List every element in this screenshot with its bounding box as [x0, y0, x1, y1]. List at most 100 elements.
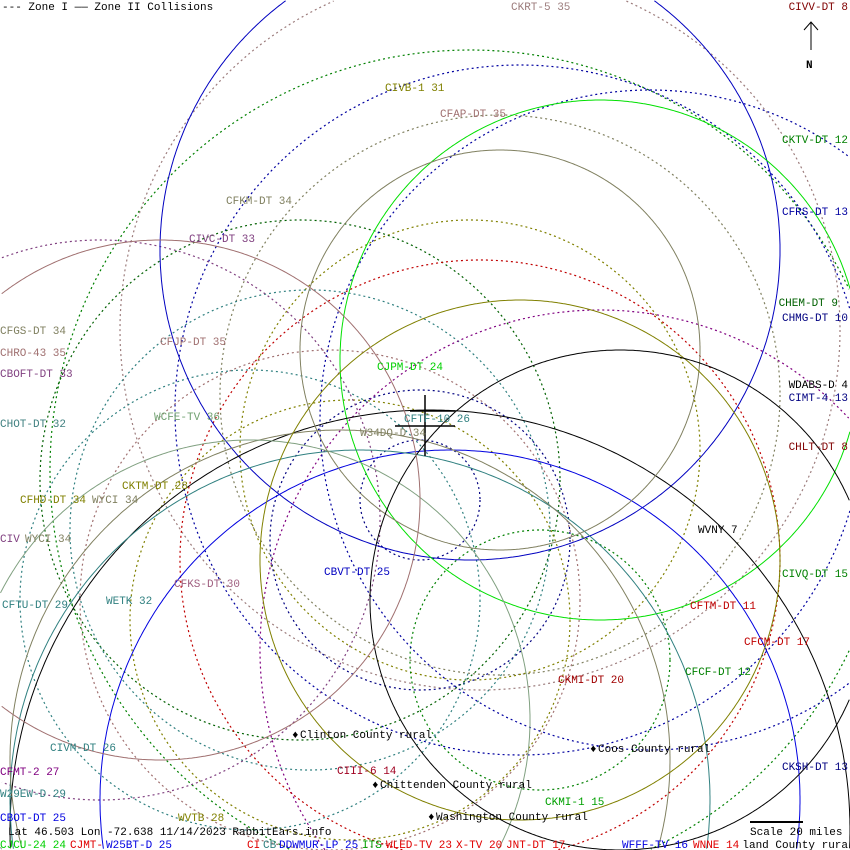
station-label[interactable]: CKTM-DT 28 — [122, 481, 188, 493]
station-label[interactable]: CFMT-2 27 — [0, 767, 59, 779]
station-label[interactable]: CI — [247, 840, 260, 850]
station-label[interactable]: WLED-TV 23 — [386, 840, 452, 850]
station-label[interactable]: CFJP-DT 35 — [160, 337, 226, 349]
station-label[interactable]: CIII-6 14 — [337, 766, 397, 778]
station-label[interactable]: CJCU-24 24 — [0, 840, 66, 850]
north-label: N — [806, 60, 813, 72]
station-label[interactable]: CIVC-DT 33 — [189, 234, 255, 246]
station-label[interactable]: CKTV-DT 12 — [782, 135, 848, 147]
station-label[interactable]: CFCM-DT 17 — [744, 637, 810, 649]
station-label[interactable]: CFTM-DT 11 — [690, 601, 756, 613]
station-label[interactable]: CIVV-DT 8 — [789, 2, 848, 14]
contour — [174, 64, 850, 756]
contour — [0, 439, 531, 850]
station-label[interactable]: CB — [263, 840, 277, 850]
station-label[interactable]: DDWMUR-LP 25 — [279, 840, 358, 850]
station-label[interactable]: WFFF-TV 16 — [622, 840, 688, 850]
station-label[interactable]: WVTB 28 — [178, 813, 224, 825]
north-arrow-icon — [803, 21, 819, 50]
scale-label: Scale 20 miles — [750, 827, 842, 839]
station-label[interactable]: CFKS-DT 30 — [174, 579, 240, 591]
station-label[interactable]: W34DQ-D 34 — [360, 428, 426, 440]
contour — [1, 239, 381, 801]
contour — [369, 349, 850, 850]
contour — [159, 0, 781, 561]
station-label[interactable]: CFTF-10 26 — [404, 414, 470, 426]
contour — [1, 239, 421, 761]
station-label[interactable]: CFAP-DT 35 — [440, 109, 506, 121]
station-label[interactable]: CKRT-5 35 — [511, 2, 570, 14]
station-label[interactable]: CHEM-DT 9 — [779, 298, 838, 310]
station-label[interactable]: WDABS-D 4 — [789, 380, 849, 392]
place-label: Clinton County rural — [300, 730, 432, 742]
contour — [299, 149, 701, 551]
contour — [409, 529, 671, 791]
place-label: Washington County rural — [436, 812, 588, 824]
station-label[interactable]: X-TV 20 — [456, 840, 502, 850]
station-label[interactable]: WNNE 14 — [693, 840, 740, 850]
station-label[interactable]: WETK 32 — [106, 596, 152, 608]
station-label[interactable]: CIV — [0, 534, 20, 546]
contour — [259, 299, 781, 821]
station-label[interactable]: CIMT-4 13 — [789, 393, 848, 405]
station-label[interactable]: CKMI-1 15 — [545, 797, 604, 809]
station-label[interactable]: W25BT-D 25 — [106, 840, 172, 850]
place-markers: ♦ Clinton County rural ♦ Coos County rur… — [292, 730, 710, 824]
station-label[interactable]: CFGS-DT 34 — [0, 326, 66, 338]
place-label: Chittenden County rural — [380, 780, 532, 792]
contour — [129, 399, 571, 841]
station-label[interactable]: CFTU-DT 29 — [2, 600, 68, 612]
station-label[interactable]: WVNY 7 — [698, 525, 738, 537]
station-label[interactable]: JNT-DT 17 — [506, 840, 565, 850]
contour — [239, 219, 701, 681]
station-label[interactable]: CIVB-1 31 — [385, 83, 445, 95]
contour — [39, 219, 561, 741]
station-label[interactable]: CFHD-DT 34 — [20, 495, 86, 507]
station-label[interactable]: CBOFT-DT 33 — [0, 369, 73, 381]
place-marker-icon: ♦ — [428, 812, 435, 824]
contour — [319, 89, 849, 751]
contour — [69, 289, 551, 771]
station-label[interactable]: WYCI 34 — [92, 495, 139, 507]
station-label[interactable]: CHRO-43 35 — [0, 348, 66, 360]
contour — [339, 99, 850, 621]
station-label[interactable]: CIVM-DT 26 — [50, 743, 116, 755]
station-label[interactable]: ITS — [362, 840, 382, 850]
place-marker-icon: ♦ — [590, 744, 597, 756]
station-label[interactable]: CHMG-DT 10 — [782, 313, 848, 325]
contour — [19, 369, 481, 831]
station-label[interactable]: CBOT-DT 25 — [0, 813, 66, 825]
station-label[interactable]: WYCI 34 — [25, 534, 72, 546]
station-label[interactable]: WCFE-TV 36 — [154, 412, 220, 424]
contour — [259, 309, 850, 850]
station-label[interactable]: CJMT- — [70, 840, 103, 850]
contour — [269, 389, 571, 691]
location-crosshair — [395, 395, 455, 456]
contour — [119, 0, 841, 691]
station-label[interactable]: CKSH-DT 13 — [782, 762, 848, 774]
station-label[interactable]: CJPM-DT 24 — [377, 362, 443, 374]
station-label[interactable]: CIVQ-DT 15 — [782, 569, 848, 581]
contour — [9, 429, 671, 849]
contour — [179, 259, 781, 850]
station-label[interactable]: CHOT-DT 32 — [0, 419, 66, 431]
station-label[interactable]: CFKM-DT 34 — [226, 196, 292, 208]
station-label[interactable]: CKMI-DT 20 — [558, 675, 624, 687]
station-label[interactable]: W29EW-D 29 — [0, 789, 66, 801]
contour — [79, 349, 581, 850]
station-label[interactable]: CBVT-DT 25 — [324, 567, 390, 579]
contour — [219, 114, 781, 676]
place-marker-icon: ♦ — [292, 730, 299, 742]
station-label[interactable]: CHLT-DT 8 — [789, 442, 848, 454]
station-label[interactable]: land County rura — [742, 840, 848, 850]
station-label[interactable]: CFCF-DT 12 — [685, 667, 751, 679]
station-label[interactable]: CFRS-DT 13 — [782, 207, 848, 219]
coordinates-readout: Lat 46.503 Lon -72.638 11/14/2023 Rabbit… — [8, 827, 331, 839]
legend: --- Zone I —— Zone II Collisions — [2, 2, 213, 14]
contour — [359, 439, 481, 561]
place-marker-icon: ♦ — [372, 780, 379, 792]
